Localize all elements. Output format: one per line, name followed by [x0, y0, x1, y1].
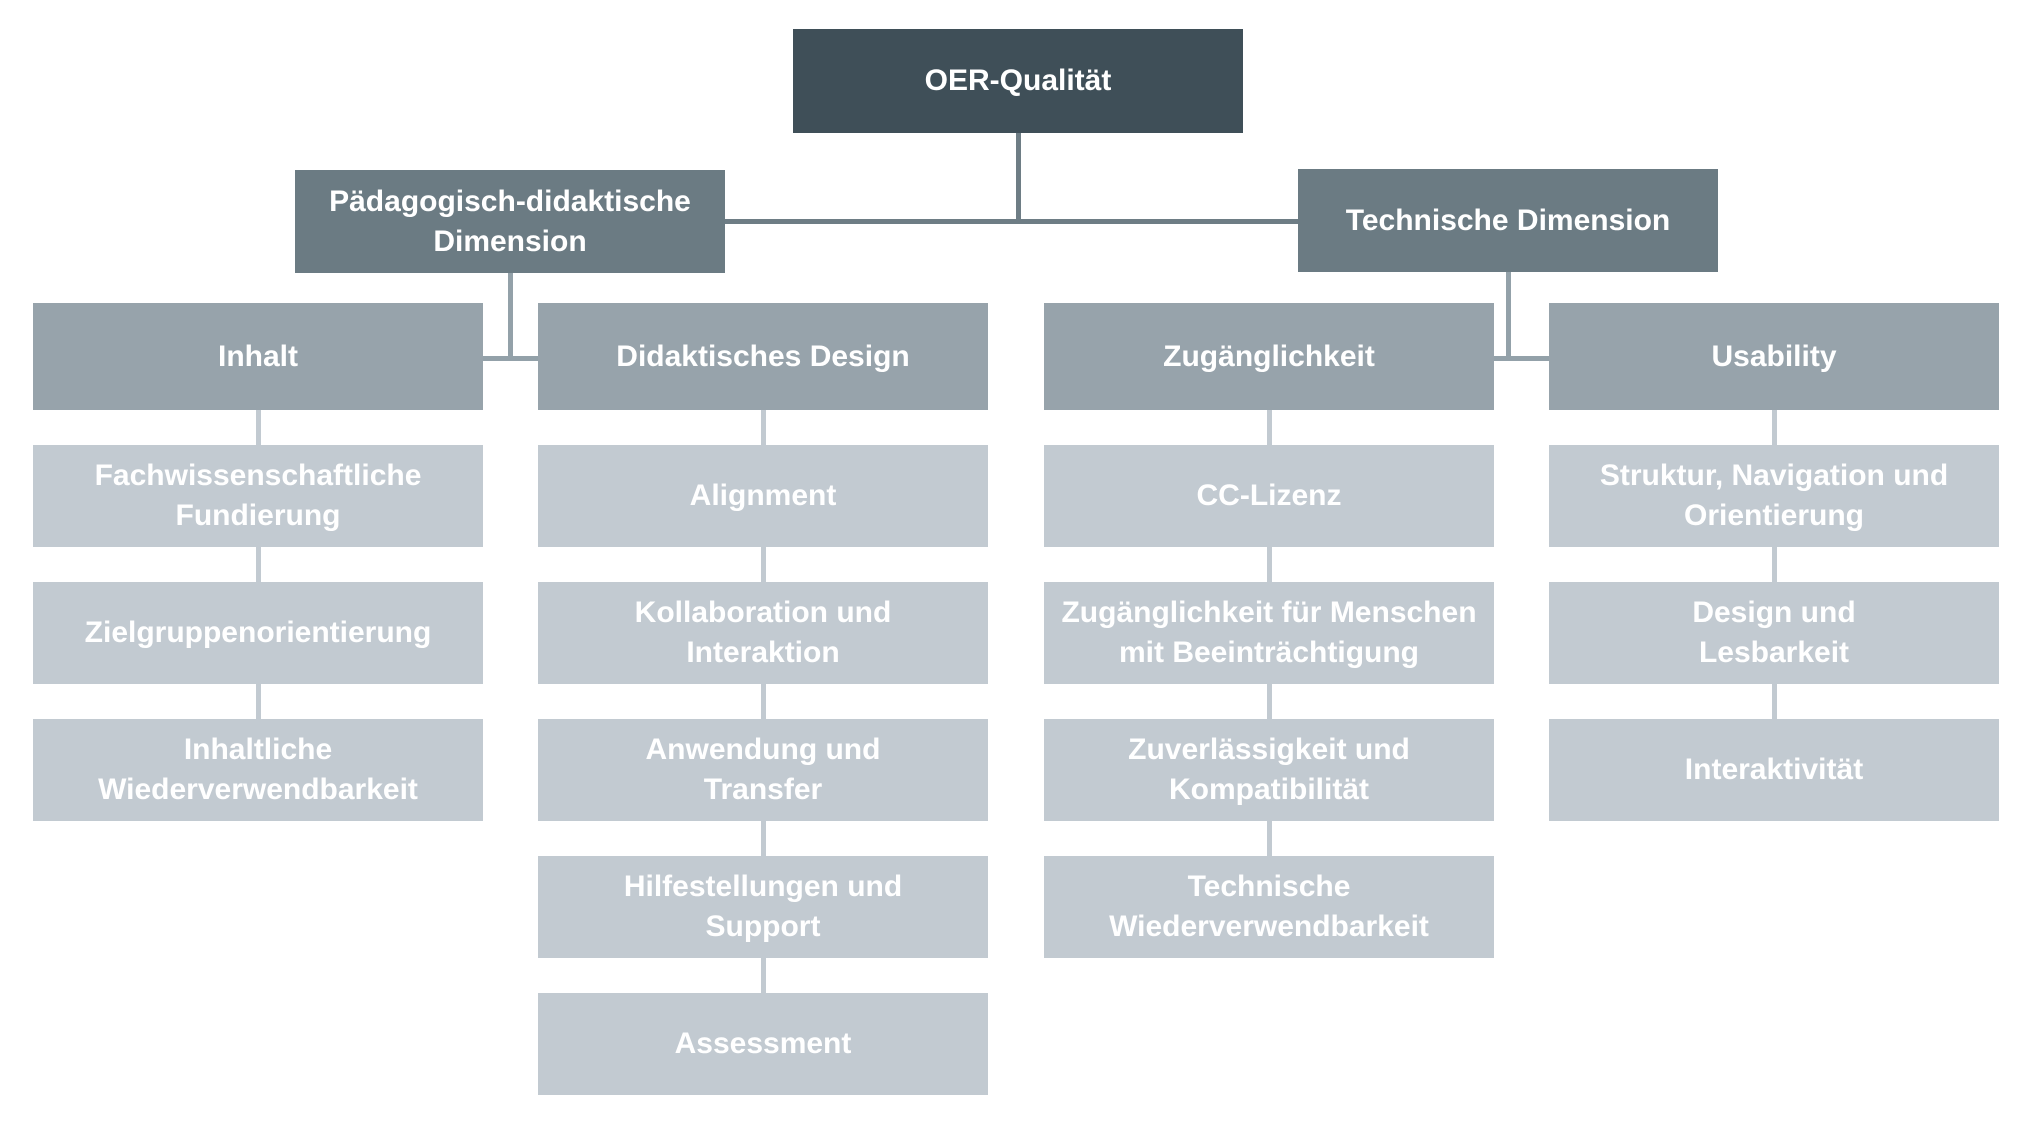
item-box-zielgruppenorientierung: Zielgruppenorientierung — [33, 582, 483, 684]
item-box-struktur-navigation-orientierung: Struktur, Navigation und Orientierung — [1549, 445, 1999, 547]
item-box-alignment: Alignment — [538, 445, 988, 547]
item-box-design-und-lesbarkeit: Design und Lesbarkeit — [1549, 582, 1999, 684]
item-box-inhaltliche-wiederverwendbarkeit: Inhaltliche Wiederverwendbarkeit — [33, 719, 483, 821]
category-box-zugaenglichkeit: Zugänglichkeit — [1044, 303, 1494, 410]
item-box-technische-wiederverwendbarkeit: Technische Wiederverwendbarkeit — [1044, 856, 1494, 958]
connector-root-horizontal — [725, 219, 1298, 224]
category-box-inhalt: Inhalt — [33, 303, 483, 410]
connector-technisch-horizontal — [1494, 356, 1549, 361]
connector-column-inhalt — [256, 410, 261, 719]
item-box-zugaenglichkeit-fuer-menschen: Zugänglichkeit für Menschen mit Beeinträ… — [1044, 582, 1494, 684]
item-box-interaktivitaet: Interaktivität — [1549, 719, 1999, 821]
connector-paedagogisch-vertical — [508, 273, 513, 361]
category-box-usability: Usability — [1549, 303, 1999, 410]
root-box-oer-qualitaet: OER-Qualität — [793, 29, 1243, 133]
connector-root-vertical — [1016, 133, 1021, 222]
category-box-didaktisches-design: Didaktisches Design — [538, 303, 988, 410]
connector-technisch-vertical — [1506, 272, 1511, 361]
item-box-hilfestellungen-und-support: Hilfestellungen und Support — [538, 856, 988, 958]
dimension-box-paedagogisch-didaktisch: Pädagogisch-didaktische Dimension — [295, 170, 725, 273]
item-box-fachwissenschaftliche-fundierung: Fachwissenschaftliche Fundierung — [33, 445, 483, 547]
dimension-box-technisch: Technische Dimension — [1298, 169, 1718, 272]
connector-paedagogisch-horizontal — [483, 356, 538, 361]
connector-column-usability — [1772, 410, 1777, 719]
item-box-zuverlaessigkeit-und-kompatibilitaet: Zuverlässigkeit und Kompatibilität — [1044, 719, 1494, 821]
item-box-cc-lizenz: CC-Lizenz — [1044, 445, 1494, 547]
item-box-anwendung-und-transfer: Anwendung und Transfer — [538, 719, 988, 821]
connector-column-didaktisches-design — [761, 410, 766, 993]
item-box-kollaboration-und-interaktion: Kollaboration und Interaktion — [538, 582, 988, 684]
item-box-assessment: Assessment — [538, 993, 988, 1095]
